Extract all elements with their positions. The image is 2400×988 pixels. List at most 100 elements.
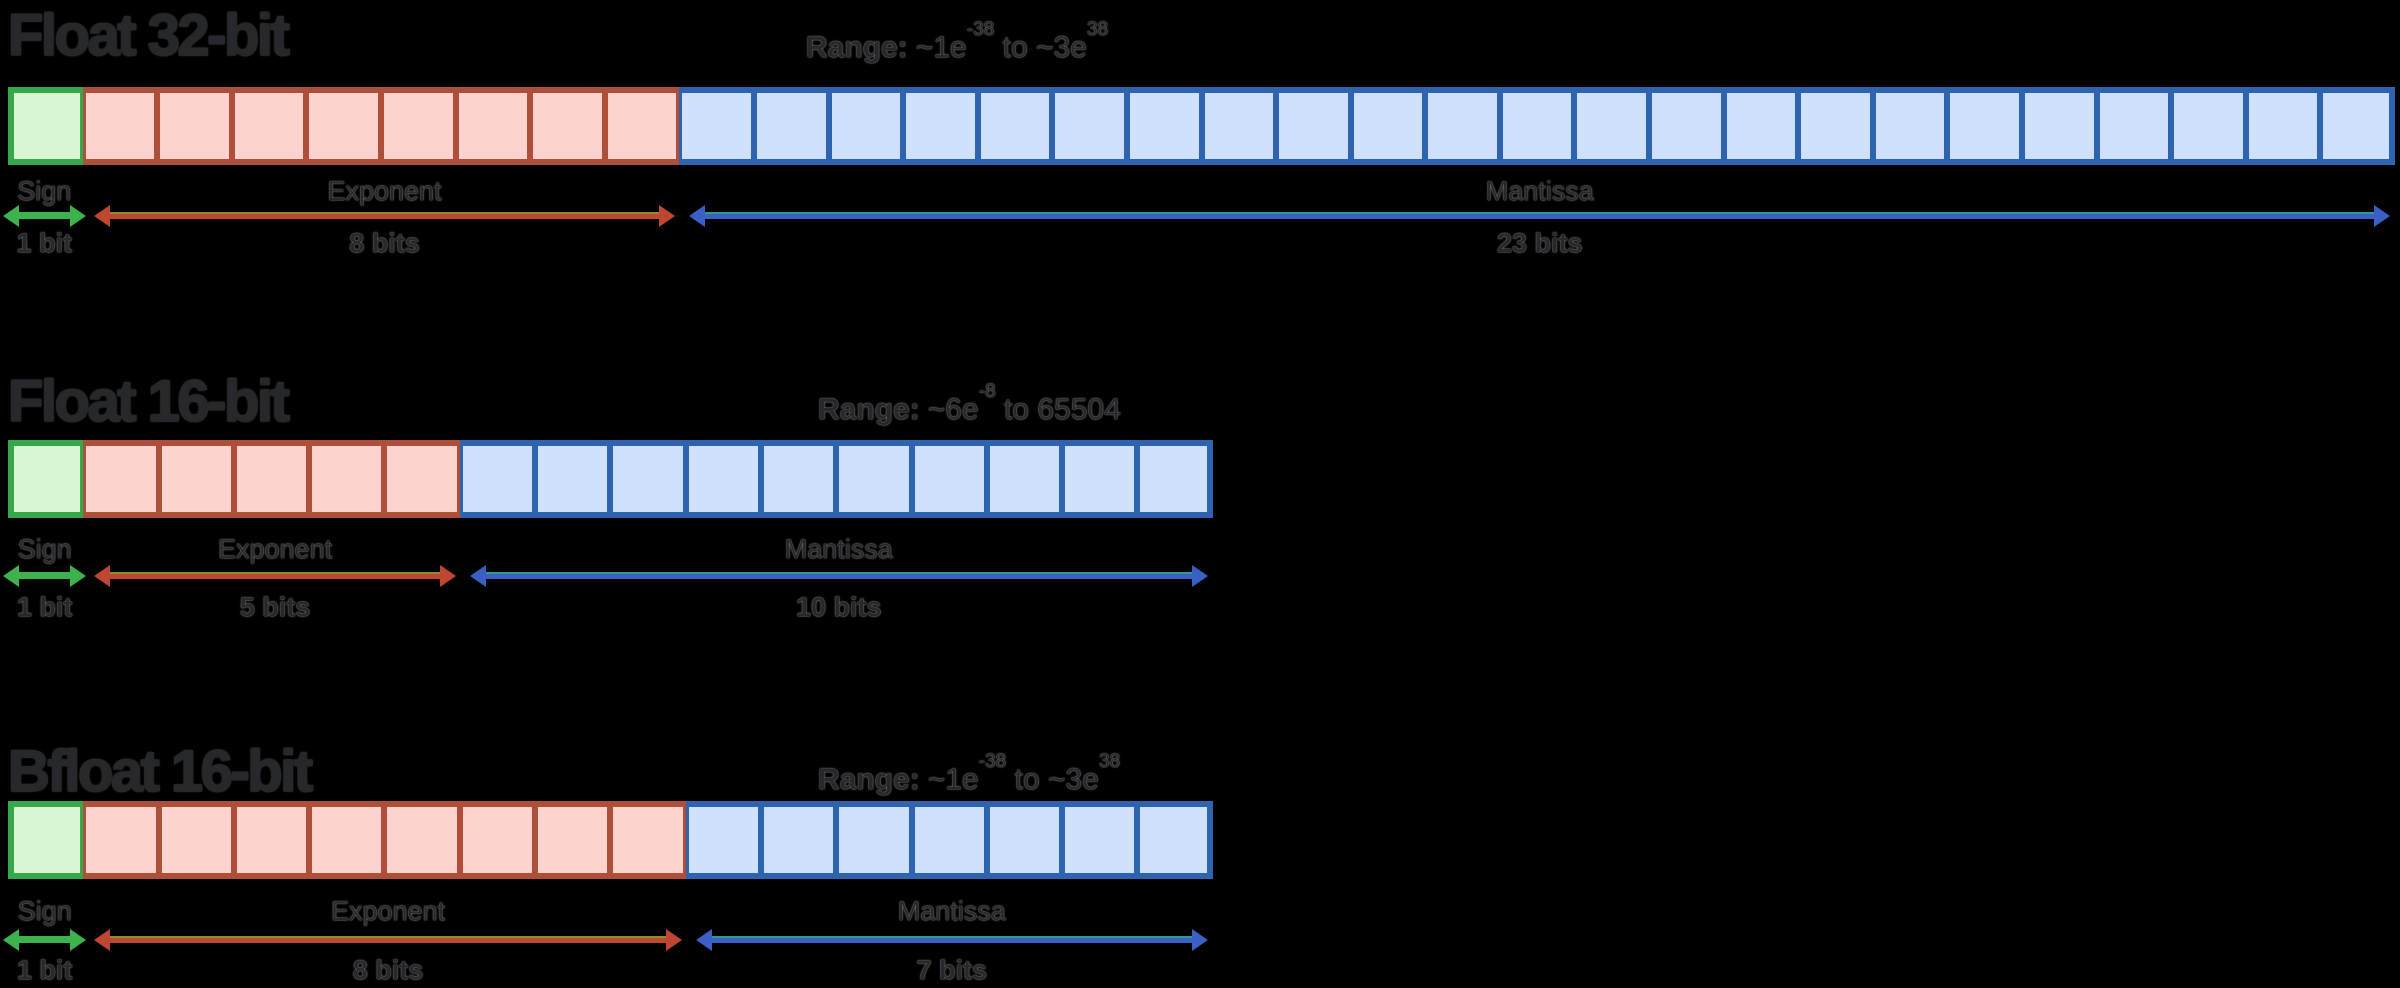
bit-box-exponent <box>604 87 680 165</box>
sign-arrow <box>19 572 71 579</box>
bit-box-exponent <box>384 440 460 518</box>
sign-arrow <box>19 936 71 943</box>
range-label: Range: <box>806 31 908 64</box>
bit-box-mantissa <box>2245 87 2321 165</box>
bit-box-mantissa <box>1276 87 1351 165</box>
bit-box-mantissa <box>836 801 912 879</box>
range-label: Range: <box>818 763 920 796</box>
bit-box-mantissa <box>1872 87 1948 165</box>
bit-box-mantissa <box>911 801 987 879</box>
bit-box-mantissa <box>1649 87 1724 165</box>
range-value-part: -8 <box>978 381 996 403</box>
bit-box-mantissa <box>1062 801 1138 879</box>
range-value-part: ~1e <box>927 763 979 796</box>
bit-box-exponent <box>530 87 605 165</box>
exponent-arrow <box>110 572 440 579</box>
bit-box-mantissa <box>836 440 912 518</box>
bit-box-mantissa <box>2022 87 2097 165</box>
bit-box-mantissa <box>760 440 837 518</box>
format-title: Bfloat 16-bit <box>7 738 314 805</box>
bit-box-mantissa <box>1062 440 1138 518</box>
range-text: Range:~6e-8 to 65504 <box>818 381 1121 427</box>
range-value-part: to 65504 <box>995 393 1121 426</box>
bit-box-mantissa <box>977 87 1053 165</box>
bit-box-sign <box>8 801 84 879</box>
bit-box-exponent <box>535 801 611 879</box>
range-value-part: ~6e <box>927 393 979 426</box>
bit-box-exponent <box>83 440 159 518</box>
bit-box-exponent <box>384 801 460 879</box>
mantissa-label: Mantissa <box>784 534 893 564</box>
mantissa-arrow <box>711 936 1192 943</box>
bit-box-mantissa <box>685 440 761 518</box>
format-title: Float 16-bit <box>7 368 290 435</box>
exponent-label: Exponent <box>218 534 333 564</box>
range-value-part: 38 <box>1098 751 1121 773</box>
bit-box-mantissa <box>1499 87 1575 165</box>
bit-box-mantissa <box>610 440 686 518</box>
range-value-part: to ~3e <box>1006 763 1099 796</box>
bit-box-mantissa <box>760 801 837 879</box>
mantissa-arrow <box>485 572 1192 579</box>
bit-box-mantissa <box>2320 87 2395 165</box>
bit-box-exponent <box>309 801 385 879</box>
mantissa-label: Mantissa <box>897 896 1006 926</box>
bit-box-exponent <box>233 801 310 879</box>
bit-box-mantissa <box>753 87 829 165</box>
bit-box-exponent <box>455 87 531 165</box>
bit-box-mantissa <box>911 440 987 518</box>
bit-box-mantissa <box>679 87 754 165</box>
bit-box-exponent <box>309 440 385 518</box>
bit-box-mantissa <box>1052 87 1127 165</box>
bit-box-exponent <box>610 801 686 879</box>
sign-label: Sign <box>17 534 72 564</box>
bit-box-exponent <box>158 440 234 518</box>
sign-bits-count: 1 bit <box>16 592 73 622</box>
mantissa-bits-count: 7 bits <box>916 955 988 985</box>
bit-grid <box>8 440 1213 518</box>
range-text: Range:~1e-38 to ~3e38 <box>818 751 1120 797</box>
mantissa-bits-count: 23 bits <box>1497 228 1583 258</box>
bit-box-exponent <box>380 87 456 165</box>
bit-box-sign <box>8 87 83 165</box>
bit-box-mantissa <box>685 801 761 879</box>
bit-box-mantissa <box>459 440 536 518</box>
range-text: Range:~1e-38 to ~3e38 <box>806 19 1108 65</box>
bit-box-mantissa <box>535 440 611 518</box>
mantissa-bits-count: 10 bits <box>796 592 882 622</box>
exponent-arrow <box>110 936 666 943</box>
sign-bits-count: 1 bit <box>16 955 73 985</box>
bit-box-exponent <box>158 801 234 879</box>
bit-box-exponent <box>233 440 310 518</box>
range-value-part: -38 <box>978 751 1007 773</box>
bit-box-mantissa <box>1126 87 1202 165</box>
exponent-bits-count: 8 bits <box>352 955 424 985</box>
bit-box-exponent <box>306 87 381 165</box>
sign-arrow <box>19 212 70 219</box>
bit-box-mantissa <box>1350 87 1426 165</box>
bit-box-mantissa <box>828 87 904 165</box>
bit-box-sign <box>8 440 84 518</box>
sign-label: Sign <box>17 896 72 926</box>
exponent-arrow <box>109 212 660 219</box>
bit-box-exponent <box>459 801 536 879</box>
bit-grid <box>8 801 1213 879</box>
bit-grid <box>8 87 2395 165</box>
mantissa-arrow <box>705 212 2375 219</box>
range-value-part: -38 <box>966 19 995 41</box>
bit-box-mantissa <box>1137 801 1213 879</box>
bit-box-mantissa <box>1425 87 1500 165</box>
exponent-bits-count: 8 bits <box>349 228 420 258</box>
bit-box-mantissa <box>1201 87 1277 165</box>
exponent-label: Exponent <box>327 176 442 206</box>
range-value-part: ~1e <box>915 31 967 64</box>
bit-box-mantissa <box>903 87 978 165</box>
bit-box-exponent <box>231 87 307 165</box>
exponent-bits-count: 5 bits <box>239 592 311 622</box>
range-value-part: 38 <box>1086 19 1109 41</box>
bit-box-exponent <box>157 87 232 165</box>
bit-box-mantissa <box>1137 440 1213 518</box>
exponent-label: Exponent <box>330 896 446 926</box>
